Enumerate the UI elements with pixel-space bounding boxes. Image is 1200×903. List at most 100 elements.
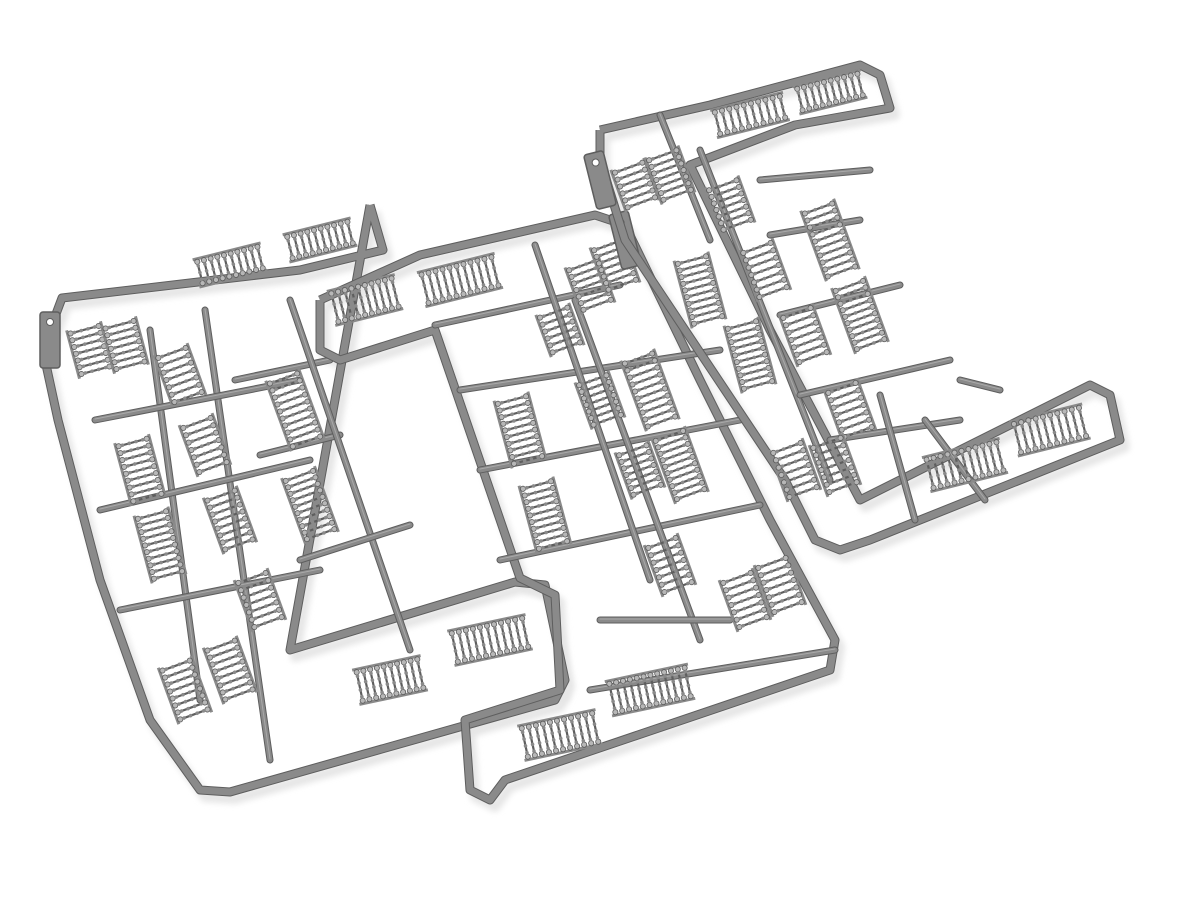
cluster-rail (785, 552, 808, 606)
part-bead (84, 349, 89, 353)
part-bead (222, 492, 227, 497)
part-bead (840, 261, 845, 266)
part-bead (824, 91, 829, 95)
part-bead (837, 254, 842, 259)
part-bead (315, 511, 319, 516)
part-bead (174, 695, 179, 699)
part-bead (333, 227, 337, 231)
part-bead (488, 281, 493, 286)
part-bead (646, 353, 651, 357)
part-bead (660, 183, 665, 187)
part-bead (676, 576, 681, 581)
part-bead (395, 300, 400, 305)
part-bead (633, 357, 638, 362)
part-bead (793, 459, 798, 464)
part-bead (795, 442, 799, 447)
part-bead (664, 457, 669, 461)
part-bead (512, 419, 516, 423)
part-bead (991, 459, 996, 464)
part-bead (734, 584, 739, 589)
part-bead (224, 689, 229, 693)
part-bead (197, 437, 201, 441)
part-bead (651, 367, 656, 371)
part-bead (198, 461, 203, 466)
part-bead (622, 183, 626, 187)
part-bead (152, 479, 156, 483)
part-bead (163, 523, 168, 528)
part-bead (162, 517, 166, 521)
part-bead (747, 579, 752, 584)
part-bead (171, 384, 175, 388)
part-bead (830, 389, 834, 394)
part-bead (853, 91, 857, 95)
part-bead (249, 250, 254, 255)
part-bead (136, 446, 140, 451)
part-bead (747, 364, 752, 368)
part-bead (654, 374, 658, 378)
part-bead (678, 678, 682, 682)
part-bead (698, 277, 703, 281)
part-bead (643, 473, 648, 478)
part-bead (552, 342, 556, 346)
part-bead (548, 312, 553, 316)
part-bead (795, 484, 799, 488)
part-bead (515, 432, 520, 437)
part-bead (764, 101, 769, 106)
part-bead (557, 316, 562, 321)
part-bead (404, 671, 408, 675)
part-bead (397, 672, 402, 677)
part-bead (541, 725, 546, 730)
part-bead (196, 263, 201, 268)
part-bead (646, 480, 650, 484)
part-bead (182, 676, 187, 681)
part-bead (129, 448, 133, 453)
part-bead (605, 251, 609, 255)
part-bead (227, 546, 231, 550)
part-bead (233, 269, 237, 273)
part-bead (827, 457, 831, 461)
part-bead (605, 388, 610, 392)
part-bead (538, 510, 543, 515)
part-bead (76, 344, 80, 348)
part-bead (788, 579, 792, 584)
part-bead (646, 699, 651, 703)
part-bead (162, 574, 167, 578)
part-bead (232, 670, 237, 675)
part-bead (150, 527, 154, 532)
part-bead (223, 257, 227, 261)
part-bead (664, 564, 669, 568)
cluster-rail (611, 696, 696, 718)
part-bead (757, 375, 762, 380)
part-bead (836, 231, 841, 235)
part-bead (844, 285, 848, 289)
part-bead (578, 286, 582, 291)
part-bead (346, 223, 351, 228)
part-bead (171, 664, 175, 669)
part-bead (141, 467, 146, 471)
part-bead (529, 428, 533, 433)
part-bead (362, 309, 366, 313)
part-bead (680, 566, 685, 571)
part-bead (836, 387, 841, 391)
part-cluster (156, 655, 214, 725)
part-bead (564, 314, 568, 318)
sprue-runner (92, 377, 303, 423)
part-bead (671, 454, 675, 459)
part-bead (733, 186, 737, 191)
part-cluster (650, 425, 710, 505)
part-bead (405, 678, 410, 682)
part-bead (789, 469, 794, 473)
part-bead (1036, 427, 1041, 432)
part-bead (838, 87, 842, 92)
part-bead (950, 470, 954, 474)
part-bead (616, 262, 621, 266)
part-bead (678, 191, 683, 196)
part-bead (946, 456, 951, 461)
part-bead (544, 530, 548, 535)
part-bead (767, 249, 772, 254)
part-bead (671, 476, 676, 481)
part-bead (297, 503, 301, 508)
part-bead (842, 268, 847, 273)
part-bead (94, 331, 99, 336)
part-bead (471, 271, 475, 275)
